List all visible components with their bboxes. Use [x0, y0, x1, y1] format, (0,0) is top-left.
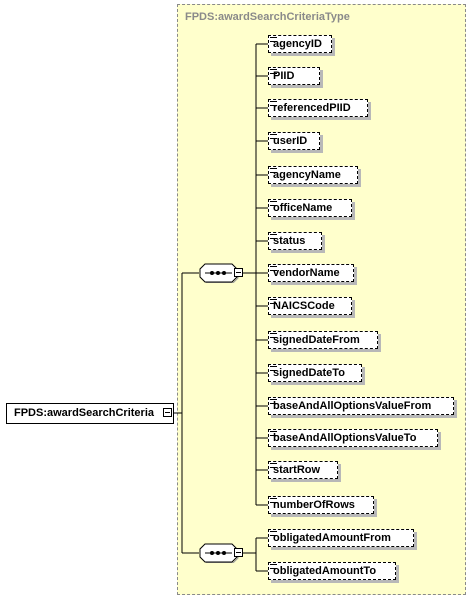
- sequence-compositor-2[interactable]: [199, 543, 248, 564]
- root-element-label: FPDS:awardSearchCriteria: [14, 407, 154, 419]
- complex-type-title: FPDS:awardSearchCriteriaType: [185, 11, 350, 23]
- seq1-element-signedDateFrom[interactable]: signedDateFrom: [268, 331, 378, 349]
- sequence-compositor-1[interactable]: [199, 263, 248, 284]
- seq1-element-agencyName[interactable]: agencyName: [268, 166, 358, 184]
- seq2-element-obligatedAmountTo[interactable]: obligatedAmountTo: [268, 562, 396, 580]
- seq1-element-NAICSCode[interactable]: NAICSCode: [268, 297, 352, 315]
- seq1-element-vendorName[interactable]: vendorName: [268, 264, 354, 282]
- seq1-element-startRow[interactable]: startRow: [268, 461, 338, 479]
- seq1-element-numberOfRows[interactable]: numberOfRows: [268, 496, 374, 514]
- seq1-element-officeName[interactable]: officeName: [268, 199, 352, 217]
- seq1-element-status[interactable]: status: [268, 232, 322, 250]
- seq1-element-userID[interactable]: userID: [268, 132, 320, 150]
- root-element-box[interactable]: FPDS:awardSearchCriteria: [6, 403, 174, 424]
- seq1-element-baseAndAllOptionsValueTo[interactable]: baseAndAllOptionsValueTo: [268, 429, 438, 447]
- seq1-element-agencyID[interactable]: agencyID: [268, 35, 332, 53]
- seq2-element-obligatedAmountFrom[interactable]: obligatedAmountFrom: [268, 529, 414, 547]
- seq1-element-signedDateTo[interactable]: signedDateTo: [268, 364, 362, 382]
- seq1-element-PIID[interactable]: PIID: [268, 67, 320, 85]
- sequence-collapse-minus-icon[interactable]: [234, 548, 243, 557]
- sequence-collapse-minus-icon[interactable]: [234, 268, 243, 277]
- seq1-element-baseAndAllOptionsValueFrom[interactable]: baseAndAllOptionsValueFrom: [268, 397, 454, 415]
- collapse-minus-icon[interactable]: [163, 408, 172, 417]
- seq1-element-referencedPIID[interactable]: referencedPIID: [268, 99, 368, 117]
